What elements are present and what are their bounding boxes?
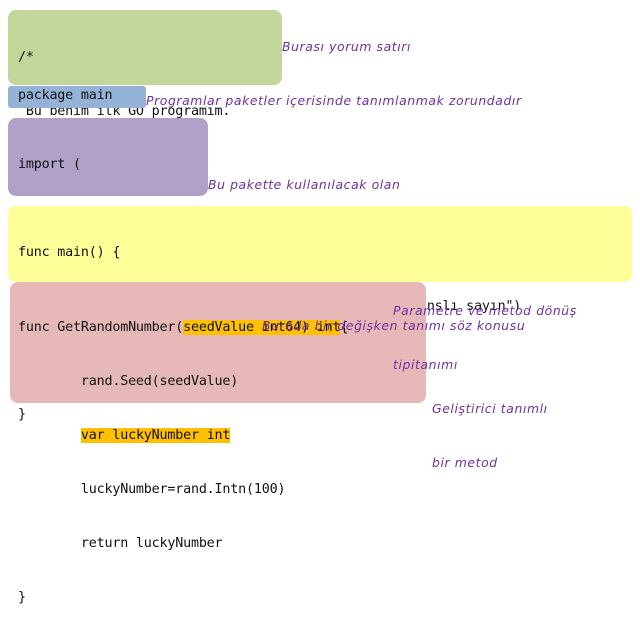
func-var-line: var luckyNumber int bbox=[18, 427, 348, 445]
indent bbox=[18, 428, 81, 443]
func-line: return luckyNumber bbox=[18, 536, 223, 551]
main-line: } bbox=[18, 407, 26, 422]
package-line: package main bbox=[18, 88, 113, 103]
var-declaration-highlight: var luckyNumber int bbox=[80, 428, 231, 443]
func-line: luckyNumber=rand.Intn(100) bbox=[18, 482, 286, 497]
comment-annotation: Burası yorum satırı bbox=[282, 39, 412, 54]
param-annotation-line: Parametre ve metod dönüş bbox=[393, 303, 577, 318]
import-block bbox=[8, 118, 208, 196]
param-return-highlight: seedValue int64) int bbox=[183, 320, 341, 335]
package-annotation: Programlar paketler içerisinde tanımlanm… bbox=[146, 93, 522, 108]
comment-line: /* bbox=[18, 50, 34, 65]
method-annotation: Geliştirici tanımlı bir metod bbox=[432, 364, 548, 490]
method-annotation-line: bir metod bbox=[432, 455, 498, 470]
main-block bbox=[8, 206, 632, 282]
package-block bbox=[8, 86, 146, 108]
comment-block bbox=[8, 10, 282, 85]
func-line: } bbox=[18, 590, 26, 605]
func-block bbox=[10, 282, 426, 403]
main-line: func main() { bbox=[18, 245, 121, 260]
func-signature-line: func GetRandomNumber(seedValue int64) in… bbox=[18, 319, 348, 337]
import-line: import ( bbox=[18, 157, 81, 172]
method-annotation-line: Geliştirici tanımlı bbox=[432, 401, 548, 416]
func-signature-suffix: { bbox=[340, 320, 349, 335]
param-annotation: Parametre ve metod dönüş tipitanımı bbox=[393, 266, 577, 392]
param-annotation-line: tipitanımı bbox=[393, 357, 458, 372]
func-signature-prefix: func GetRandomNumber( bbox=[18, 320, 184, 335]
func-line: rand.Seed(seedValue) bbox=[18, 374, 239, 389]
import-annotation-line: Bu pakette kullanılacak olan bbox=[208, 177, 401, 192]
var-annotation: Burada bir değişken tanımı söz konusu bbox=[262, 318, 526, 333]
